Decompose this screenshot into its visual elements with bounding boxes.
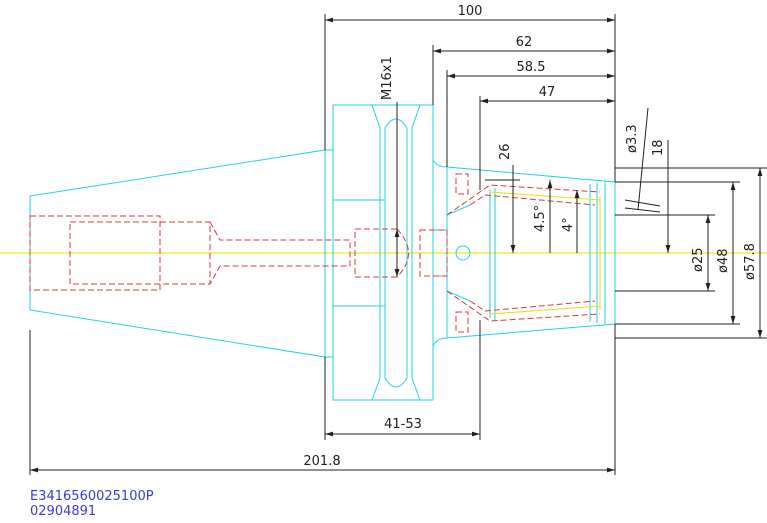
dim-dia57-8: ø57.8	[743, 243, 758, 280]
dim-100: 100	[458, 4, 483, 19]
dim-dia48: ø48	[716, 249, 731, 274]
holder-outline	[29, 104, 616, 401]
dim-thread: M16x1	[380, 56, 395, 100]
dim-58-5: 58.5	[517, 60, 546, 75]
part-code-secondary: 02904891	[30, 504, 97, 519]
part-code-primary: E3416560025100P	[30, 489, 154, 504]
dim-18: 18	[651, 139, 666, 156]
collet	[489, 191, 601, 315]
dim-dia3-3: ø3.3	[625, 124, 640, 153]
dim-overall-length: 201.8	[303, 454, 340, 469]
dim-angle-45: 4.5°	[533, 205, 548, 232]
dim-26: 26	[498, 143, 513, 160]
dim-62: 62	[516, 35, 533, 50]
dim-angle-4: 4°	[561, 217, 576, 232]
dimension-lines	[29, 14, 767, 475]
dim-47: 47	[539, 85, 556, 100]
dim-range: 41-53	[384, 417, 422, 432]
dim-dia25: ø25	[691, 248, 706, 273]
